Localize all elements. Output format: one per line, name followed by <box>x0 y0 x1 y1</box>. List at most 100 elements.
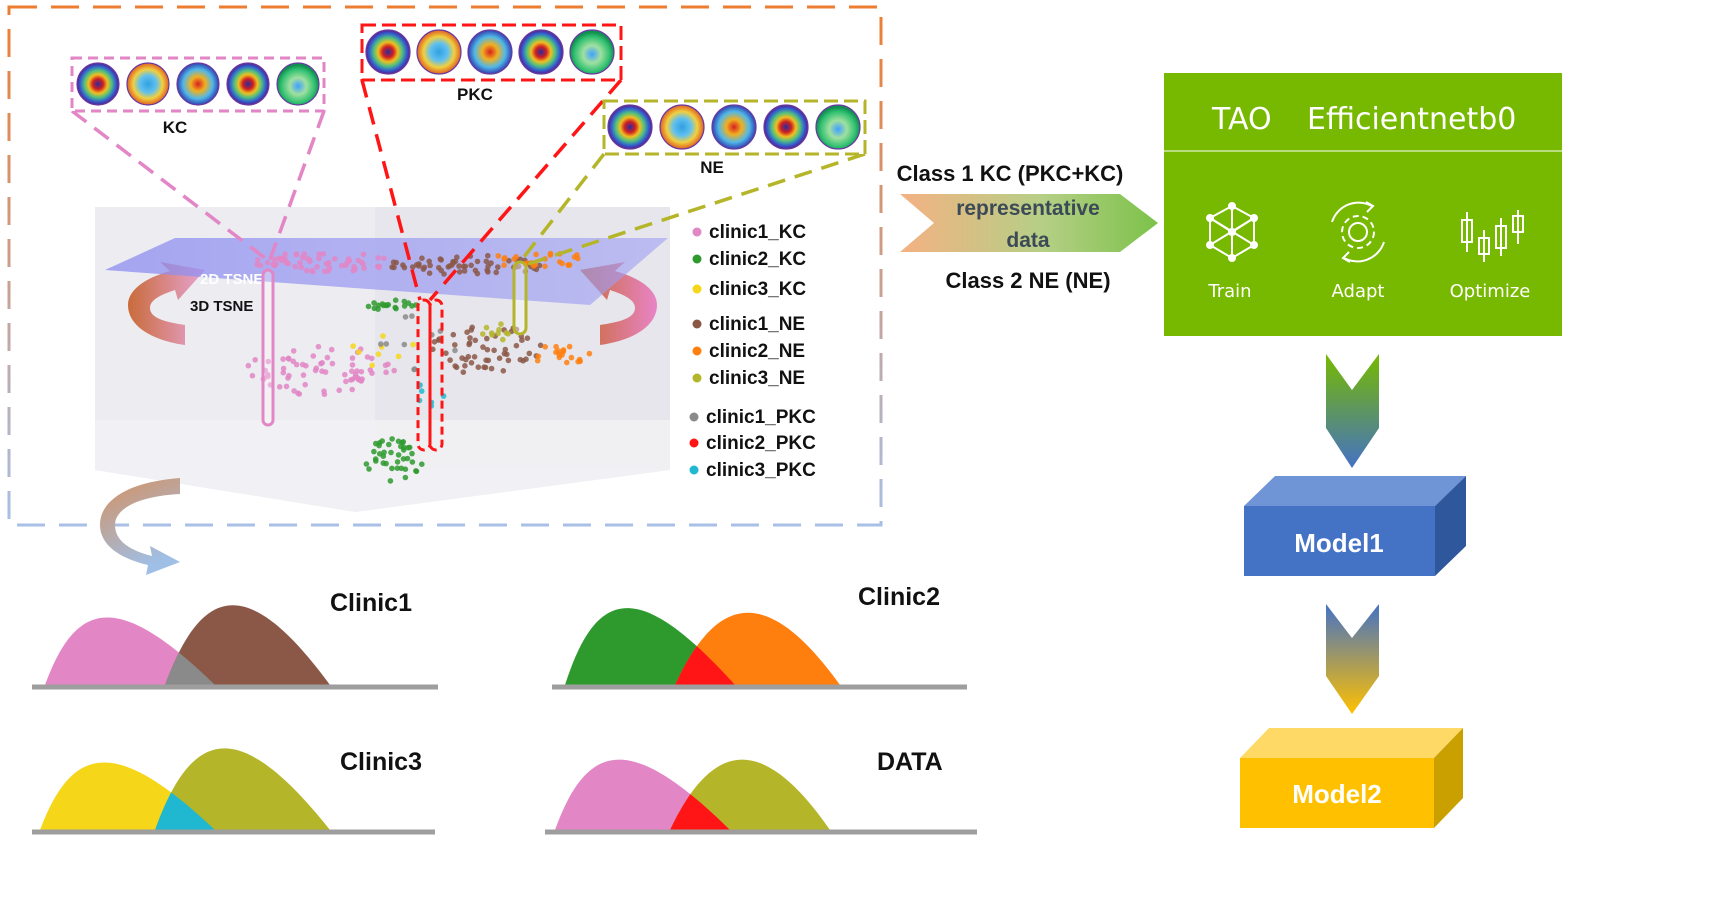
scatter-point <box>503 330 510 336</box>
scatter-point <box>426 270 433 277</box>
scatter-point <box>401 298 408 305</box>
scatter-point <box>252 357 258 363</box>
scatter-point <box>404 455 411 462</box>
scatter-point <box>369 355 375 362</box>
scatter-point <box>379 438 386 444</box>
legend-label: clinic3_PKC <box>706 460 816 481</box>
legend-marker <box>692 284 702 294</box>
scatter-point <box>461 268 468 274</box>
scatter-point <box>513 253 519 260</box>
scatter-point <box>391 367 398 374</box>
scatter-point <box>361 265 367 272</box>
scatter-point <box>452 258 459 265</box>
dist-label-data: DATA <box>877 748 943 776</box>
scatter-point <box>319 360 326 366</box>
scatter-point <box>565 262 572 268</box>
scatter-point <box>360 251 367 258</box>
representative-data-arrow <box>900 194 1158 252</box>
model2-label: Model2 <box>1292 779 1382 809</box>
scatter-point <box>381 255 387 262</box>
scatter-point <box>491 347 497 354</box>
scatter-point <box>382 362 389 369</box>
scatter-point <box>283 260 290 266</box>
scatter-point <box>427 262 433 269</box>
legend-label: clinic3_KC <box>709 279 806 300</box>
scatter-point <box>483 324 490 331</box>
scatter-point <box>468 360 475 366</box>
legend-marker <box>692 227 702 237</box>
scatter-point <box>383 369 389 376</box>
scatter-point <box>343 378 349 385</box>
scatter-point <box>349 386 356 393</box>
scatter-point <box>436 264 442 271</box>
scatter-point <box>488 365 495 372</box>
model1-box <box>1244 476 1466 576</box>
scatter-point <box>329 360 336 367</box>
scatter-point <box>542 263 548 270</box>
scatter-point <box>365 303 372 310</box>
dist-label-clinic3: Clinic3 <box>340 748 422 776</box>
scatter-point <box>472 337 479 344</box>
tool-label-optimize: Optimize <box>1450 281 1531 302</box>
scatter-point <box>358 368 365 375</box>
scatter-point <box>410 341 416 348</box>
model1-label: Model1 <box>1294 528 1384 558</box>
scatter-point <box>389 264 395 270</box>
scatter-point <box>352 266 358 273</box>
scatter-point <box>488 260 494 266</box>
tool-label-train: Train <box>1207 281 1251 302</box>
scatter-point <box>471 354 478 360</box>
flow-chevron-1 <box>1326 354 1379 468</box>
scatter-point <box>350 343 356 349</box>
scatter-point <box>401 303 408 309</box>
scatter-point <box>493 269 500 276</box>
scatter-point <box>301 251 308 257</box>
scatter-point <box>369 370 375 377</box>
class2-label: Class 2 NE (NE) <box>945 268 1110 293</box>
scatter-point <box>400 444 407 451</box>
scatter-point <box>371 300 377 306</box>
scatter-point <box>282 251 288 257</box>
scatter-point <box>568 354 575 361</box>
rotation-arrow-left <box>128 262 205 368</box>
scatter-point <box>450 331 457 338</box>
tsne-scatter <box>245 250 593 484</box>
scatter-point <box>419 461 425 468</box>
scatter-point <box>300 372 307 378</box>
scatter-point <box>383 302 389 308</box>
scatter-point <box>349 376 356 383</box>
scatter-point <box>366 466 372 472</box>
scatter-point <box>316 251 322 257</box>
scatter-point <box>411 366 417 373</box>
scatter-point <box>389 436 395 442</box>
scatter-point <box>484 346 491 353</box>
scatter-point <box>559 260 565 267</box>
topography-map <box>659 104 705 150</box>
scatter-point <box>409 450 415 457</box>
scatter-point <box>387 478 394 484</box>
scatter-point <box>281 255 288 261</box>
scatter-point <box>405 444 412 451</box>
topography-map <box>763 104 809 150</box>
dist-label-clinic2: Clinic2 <box>858 583 940 611</box>
scatter-point <box>254 261 260 268</box>
scatter-point <box>390 259 397 266</box>
scatter-point <box>452 363 459 369</box>
topography-map <box>607 104 653 150</box>
scatter-point <box>483 258 490 265</box>
scatter-point <box>409 264 416 270</box>
scatter-point <box>467 335 473 341</box>
scatter-point <box>389 465 395 472</box>
scatter-point <box>349 355 356 361</box>
scatter-point <box>575 255 581 262</box>
scatter-point <box>381 449 387 456</box>
scatter-point <box>489 332 495 338</box>
legend-label: clinic1_NE <box>709 314 805 335</box>
scatter-point <box>375 255 382 261</box>
tsne-frame <box>7 5 883 527</box>
scatter-point <box>534 357 541 364</box>
representative-label-line2: data <box>1006 229 1050 252</box>
legend-marker <box>692 373 702 383</box>
scatter-point <box>296 391 303 397</box>
legend-marker <box>689 438 699 448</box>
